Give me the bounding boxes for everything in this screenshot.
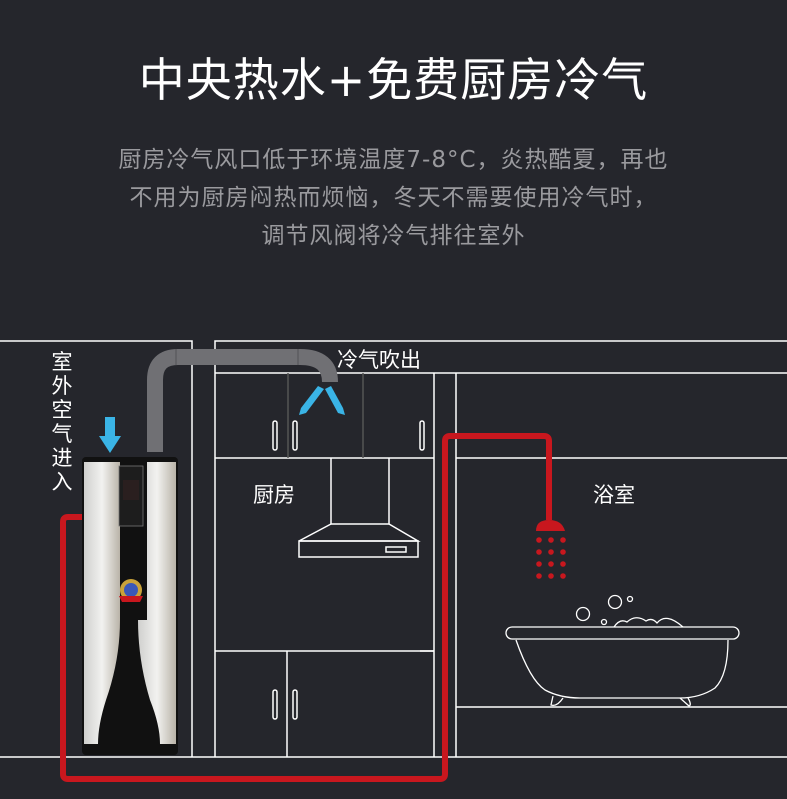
kitchen-label: 厨房 [253, 483, 295, 507]
description-line-1: 厨房冷气风口低于环境温度7-8°C，炎热酷夏，再也 [118, 147, 669, 173]
cold-air-arrows-icon [299, 386, 345, 415]
bathtub-icon [505, 594, 740, 707]
outdoor-air-in-label: 室外空气进入 [51, 350, 73, 494]
cold-air-out-label: 冷气吹出 [337, 348, 421, 372]
shower-head-icon [536, 520, 566, 579]
bathroom-label: 浴室 [593, 483, 635, 507]
heat-pump-unit [82, 457, 178, 755]
hot-water-pipe [60, 433, 552, 782]
description-line-3: 调节风阀将冷气排往室外 [261, 223, 526, 249]
page-title: 中央热水+免费厨房冷气 [138, 53, 649, 107]
description-line-2: 不用为厨房闷热而烦恼，冬天不需要使用冷气时， [129, 185, 658, 211]
room-outlines [0, 340, 787, 758]
air-in-arrow-icon [99, 417, 121, 453]
air-duct [147, 349, 338, 452]
